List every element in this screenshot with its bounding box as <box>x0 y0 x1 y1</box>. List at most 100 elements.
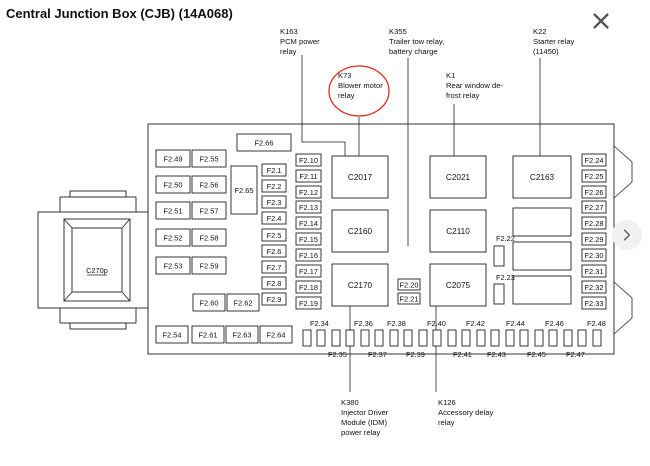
mini-fuse-labels-lower: F2.35 F2.37 F2.39 F2.41 F2.43 F2.45 F2.4… <box>328 350 585 359</box>
svg-text:(11450): (11450) <box>533 47 559 56</box>
svg-text:F2.2: F2.2 <box>267 182 282 191</box>
svg-text:Trailer tow relay,: Trailer tow relay, <box>389 37 444 46</box>
svg-text:F2.10: F2.10 <box>299 156 318 165</box>
svg-text:power relay: power relay <box>341 428 380 437</box>
svg-text:F2.9: F2.9 <box>267 295 282 304</box>
svg-text:F2.45: F2.45 <box>527 350 546 359</box>
svg-text:F2.32: F2.32 <box>585 283 604 292</box>
right-tab-upper <box>613 145 633 199</box>
svg-text:Rear window de-: Rear window de- <box>446 81 503 90</box>
close-button[interactable] <box>584 4 618 38</box>
annotation-k126: K126 Accessory delay relay <box>438 398 493 427</box>
mini-fuse-labels-upper: F2.34 F2.36 F2.38 F2.40 F2.42 F2.44 F2.4… <box>310 319 606 328</box>
svg-text:F2.8: F2.8 <box>267 279 282 288</box>
svg-text:F2.7: F2.7 <box>267 263 282 272</box>
mini-fuse-row <box>302 329 602 347</box>
fuse-f2-23: F2.23 <box>496 273 515 282</box>
fuse-f2-20: F2.20 <box>400 281 419 290</box>
fuse-f2-56: F2.56 <box>200 181 219 190</box>
svg-text:F2.30: F2.30 <box>585 251 604 260</box>
svg-text:Starter relay: Starter relay <box>533 37 575 46</box>
svg-text:F2.16: F2.16 <box>299 251 318 260</box>
next-image-button[interactable] <box>612 220 642 250</box>
svg-text:F2.40: F2.40 <box>427 319 446 328</box>
svg-text:F2.24: F2.24 <box>585 156 604 165</box>
close-icon <box>593 13 609 29</box>
svg-text:K73: K73 <box>338 71 352 80</box>
relay-c2110: C2110 <box>446 227 470 236</box>
svg-text:F2.6: F2.6 <box>267 247 282 256</box>
fuse-f2-52: F2.52 <box>164 234 183 243</box>
connector-label: C270p <box>86 266 108 275</box>
svg-text:F2.18: F2.18 <box>299 283 318 292</box>
svg-text:F2.48: F2.48 <box>587 319 606 328</box>
svg-text:F2.41: F2.41 <box>453 350 472 359</box>
fuse-f2-22: F2.22 <box>496 234 515 243</box>
diagram-title: Central Junction Box (CJB) (14A068) <box>6 6 233 21</box>
svg-text:F2.4: F2.4 <box>267 214 282 223</box>
svg-text:K1: K1 <box>446 71 455 80</box>
svg-text:F2.17: F2.17 <box>299 267 318 276</box>
svg-text:F2.54: F2.54 <box>163 331 182 340</box>
svg-text:F2.47: F2.47 <box>566 350 585 359</box>
svg-text:F2.3: F2.3 <box>267 198 282 207</box>
svg-text:frost relay: frost relay <box>446 91 480 100</box>
svg-text:F2.27: F2.27 <box>585 203 604 212</box>
svg-text:Module (IDM): Module (IDM) <box>341 418 387 427</box>
fuse-f2-65: F2.65 <box>235 186 254 195</box>
svg-text:relay: relay <box>438 418 455 427</box>
fuse-f2-53: F2.53 <box>164 262 183 271</box>
svg-text:F2.34: F2.34 <box>310 319 329 328</box>
fuse-f2-59: F2.59 <box>200 262 219 271</box>
svg-text:Blower motor: Blower motor <box>338 81 383 90</box>
leader-lines <box>301 55 541 392</box>
svg-text:F2.35: F2.35 <box>328 350 347 359</box>
annotation-k380: K380 Injector Driver Module (IDM) power … <box>341 398 389 437</box>
svg-text:F2.33: F2.33 <box>585 299 604 308</box>
fuse-f2-62: F2.62 <box>234 299 253 308</box>
svg-text:F2.39: F2.39 <box>406 350 425 359</box>
svg-text:F2.61: F2.61 <box>199 331 218 340</box>
fuse-column-b: F2.10 F2.11 F2.12 F2.13 F2.14 F2.15 F2.1… <box>295 153 322 310</box>
svg-text:F2.31: F2.31 <box>585 267 604 276</box>
relay-c2017: C2017 <box>348 173 373 182</box>
fuse-column-right: F2.24 F2.25 F2.26 F2.27 F2.28 F2.29 F2.3… <box>581 153 607 310</box>
svg-text:F2.15: F2.15 <box>299 235 318 244</box>
relay-c2075: C2075 <box>446 281 471 290</box>
svg-text:relay: relay <box>280 47 297 56</box>
svg-text:F2.44: F2.44 <box>506 319 525 328</box>
relay-c2160: C2160 <box>348 227 373 236</box>
svg-text:relay: relay <box>338 91 355 100</box>
relay-c2021: C2021 <box>446 173 471 182</box>
svg-text:F2.13: F2.13 <box>299 203 318 212</box>
svg-text:F2.38: F2.38 <box>387 319 406 328</box>
fuse-f2-60: F2.60 <box>200 299 219 308</box>
svg-text:F2.28: F2.28 <box>585 219 604 228</box>
annotation-k73: K73 Blower motor relay <box>338 71 383 100</box>
fuse-column-2: F2.55 F2.56 F2.57 F2.58 F2.59 <box>191 149 227 275</box>
annotation-k22: K22 Starter relay (11450) <box>533 27 575 56</box>
svg-text:battery charge: battery charge <box>389 47 438 56</box>
svg-text:F2.37: F2.37 <box>368 350 387 359</box>
fuse-f2-57: F2.57 <box>200 207 219 216</box>
annotation-k355: K355 Trailer tow relay, battery charge <box>389 27 444 56</box>
fuse-f2-51: F2.51 <box>164 207 183 216</box>
relays: C2017 C2021 C2163 C2160 C2110 C2170 C207… <box>331 155 572 307</box>
svg-text:F2.19: F2.19 <box>299 299 318 308</box>
relay-c2170: C2170 <box>348 281 373 290</box>
fuse-column-a: F2.1 F2.2 F2.3 F2.4 F2.5 F2.6 F2.7 F2.8 … <box>261 163 287 306</box>
svg-text:Accessory delay: Accessory delay <box>438 408 493 417</box>
svg-text:F2.5: F2.5 <box>267 231 282 240</box>
svg-text:F2.11: F2.11 <box>299 172 317 181</box>
svg-text:F2.12: F2.12 <box>299 188 318 197</box>
svg-text:K163: K163 <box>280 27 298 36</box>
svg-text:F2.64: F2.64 <box>267 331 286 340</box>
relay-c2163: C2163 <box>530 173 555 182</box>
svg-text:F2.43: F2.43 <box>487 350 506 359</box>
chevron-right-icon <box>623 229 631 241</box>
svg-text:F2.14: F2.14 <box>299 219 318 228</box>
svg-text:F2.25: F2.25 <box>585 172 604 181</box>
svg-text:K380: K380 <box>341 398 359 407</box>
fuse-column-1: F2.49 F2.50 F2.51 F2.52 F2.53 <box>155 149 191 275</box>
annotation-k163: K163 PCM power relay <box>280 27 320 56</box>
